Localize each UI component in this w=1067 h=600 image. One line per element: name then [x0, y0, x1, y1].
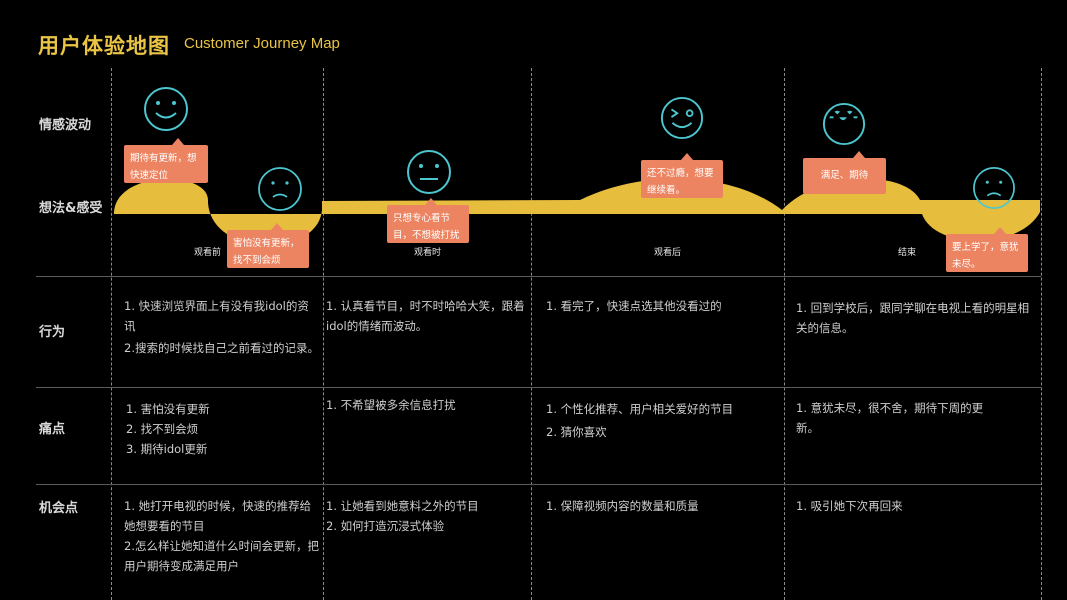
list-item: 1. 看完了，快速点选其他没看过的 — [546, 299, 722, 313]
behavior-cell: 1. 快速浏览界面上有没有我idol的资讯 2.搜索的时候找自己之前看过的记录。 — [124, 296, 320, 358]
page-subtitle: Customer Journey Map — [184, 35, 340, 52]
list-item: 1. 她打开电视的时候，快速的推荐给她想要看的节目 — [124, 499, 312, 533]
column-divider — [784, 68, 785, 600]
pain-points-cell: 1. 不希望被多余信息打扰 — [326, 395, 526, 415]
opportunities-cell: 1. 保障视频内容的数量和质量 — [546, 496, 776, 516]
smile-face-icon — [144, 87, 188, 131]
wink-face-icon — [660, 96, 704, 140]
row-label-pain-points: 痛点 — [39, 422, 66, 437]
column-divider — [1041, 68, 1042, 600]
neutral-face-icon — [407, 150, 451, 194]
column-divider — [323, 68, 324, 600]
list-item: 1. 快速浏览界面上有没有我idol的资讯 — [124, 299, 309, 333]
opportunities-cell: 1. 吸引她下次再回来 — [796, 496, 1026, 516]
list-item: 1. 让她看到她意料之外的节目 — [326, 499, 479, 513]
list-item: 2. 猜你喜欢 — [546, 425, 607, 439]
list-item: 1. 害怕没有更新 — [126, 402, 210, 416]
row-divider — [36, 484, 1041, 485]
behavior-cell: 1. 看完了，快速点选其他没看过的 — [546, 296, 776, 316]
list-item: 1. 个性化推荐、用户相关爱好的节目 — [546, 402, 734, 416]
list-item: 2. 如何打造沉浸式体验 — [326, 519, 445, 533]
behavior-cell: 1. 回到学校后，跟同学聊在电视上看的明星相关的信息。 — [796, 298, 1036, 338]
list-item: 2.怎么样让她知道什么时间会更新，把用户期待变成满足用户 — [124, 539, 319, 573]
list-item: 1. 保障视频内容的数量和质量 — [546, 499, 699, 513]
thought-callout: 只想专心看节目，不想被打扰 — [387, 198, 469, 243]
opportunities-cell: 1. 她打开电视的时候，快速的推荐给她想要看的节目 2.怎么样让她知道什么时间会… — [124, 496, 320, 576]
list-item: 1. 意犹未尽，很不舍，期待下周的更新。 — [796, 401, 984, 435]
pain-points-cell: 1. 个性化推荐、用户相关爱好的节目 2. 猜你喜欢 — [546, 398, 776, 444]
pain-points-cell: 1. 意犹未尽，很不舍，期待下周的更新。 — [796, 398, 986, 438]
thought-callout: 满足、期待 — [803, 151, 886, 194]
stage-label: 观看时 — [414, 248, 442, 258]
thought-callout: 期待有更新，想快速定位 — [124, 138, 208, 183]
stage-label: 观看后 — [654, 248, 682, 258]
row-label-opportunities: 机会点 — [39, 501, 79, 516]
row-divider — [36, 387, 1041, 388]
emotion-wave — [114, 178, 1040, 246]
column-divider — [111, 68, 112, 600]
column-divider — [531, 68, 532, 600]
stage-label: 结束 — [898, 248, 917, 258]
love-face-icon — [822, 102, 866, 146]
opportunities-cell: 1. 让她看到她意料之外的节目 2. 如何打造沉浸式体验 — [326, 496, 526, 536]
row-label-emotion: 情感波动 — [39, 118, 92, 133]
stage-label: 观看前 — [194, 248, 222, 258]
list-item: 1. 认真看节目，时不时哈哈大笑，跟着idol的情绪而波动。 — [326, 299, 525, 333]
thought-callout: 害怕没有更新，找不到会烦 — [227, 223, 309, 268]
row-divider — [36, 276, 1041, 277]
list-item: 2.搜索的时候找自己之前看过的记录。 — [124, 341, 319, 355]
row-label-thoughts: 想法&感受 — [39, 201, 103, 216]
pain-points-cell: 1. 害怕没有更新 2. 找不到会烦 3. 期待idol更新 — [126, 399, 316, 459]
list-item: 1. 回到学校后，跟同学聊在电视上看的明星相关的信息。 — [796, 301, 1030, 335]
page-title: 用户体验地图 — [38, 34, 170, 58]
behavior-cell: 1. 认真看节目，时不时哈哈大笑，跟着idol的情绪而波动。 — [326, 296, 526, 336]
row-label-behavior: 行为 — [39, 325, 66, 340]
thought-callout: 要上学了，意犹未尽。 — [946, 227, 1028, 272]
list-item: 1. 吸引她下次再回来 — [796, 499, 903, 513]
list-item: 2. 找不到会烦 — [126, 422, 199, 436]
emotion-wave-shape — [114, 178, 1040, 246]
sad-face-icon — [258, 167, 302, 211]
thought-callout: 还不过瘾，想要继续看。 — [641, 153, 723, 198]
sad-face-icon — [973, 167, 1015, 209]
list-item: 3. 期待idol更新 — [126, 442, 208, 456]
list-item: 1. 不希望被多余信息打扰 — [326, 398, 456, 412]
